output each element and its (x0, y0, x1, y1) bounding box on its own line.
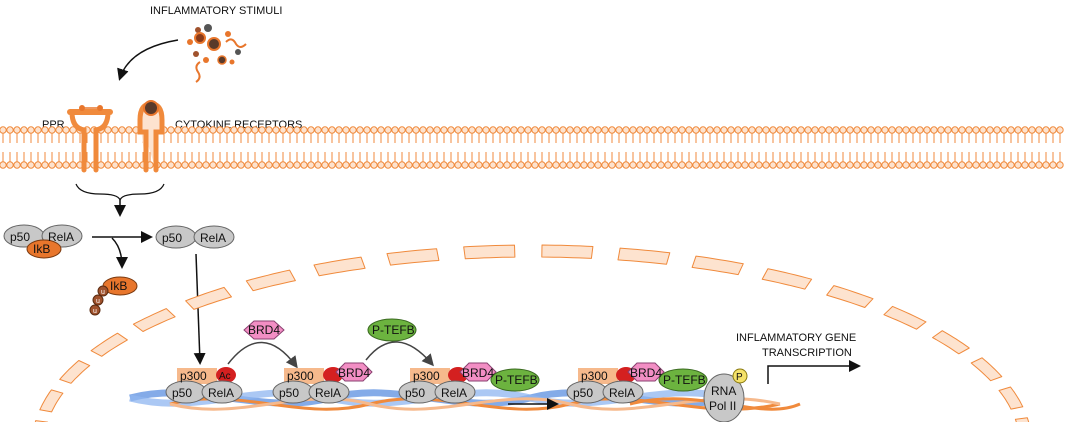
complex-stage-2: p300 BRD4 p50 RelA (272, 362, 373, 404)
s4-p300: p300 (581, 369, 608, 383)
s4-brd4: BRD4 (630, 366, 662, 380)
complex-rela: RelA (48, 230, 74, 244)
ub-2: u (96, 298, 100, 305)
complex-p50: p50 (10, 230, 30, 244)
ub-1: u (101, 289, 105, 296)
stimuli-label: INFLAMMATORY STIMULI (150, 5, 282, 17)
ppr-receptor (67, 105, 113, 173)
s1-p50: p50 (172, 386, 192, 400)
free-nfkb: p50 RelA (155, 225, 235, 249)
s1-rela: RelA (208, 386, 234, 400)
receptor-brace (75, 183, 165, 202)
gene-transcription-line2: TRANSCRIPTION (762, 347, 852, 359)
complex-stage-4: p300 BRD4 P-TEFB p50 RelA RNA Pol II P (566, 362, 748, 422)
s2-p50: p50 (279, 386, 299, 400)
ub-3: u (93, 308, 97, 315)
nuclear-envelope (34, 244, 1030, 422)
s2-p300: p300 (287, 369, 314, 383)
s2-brd4: BRD4 (338, 366, 370, 380)
transcription-arrow (767, 360, 861, 384)
ubiquitinated-ikb: IkB u u u (89, 276, 138, 316)
rna-pol-line2: Pol II (709, 399, 736, 413)
s1-ac: Ac (219, 371, 231, 382)
s2-rela: RelA (315, 386, 341, 400)
ptefb-arrow (365, 341, 434, 367)
s4-rela: RelA (609, 386, 635, 400)
s3-p300: p300 (413, 369, 440, 383)
complex-stage-1: p300 Ac p50 RelA (165, 367, 243, 404)
free-rela: RelA (200, 231, 226, 245)
ubiquitinated-ikb-label: IkB (110, 279, 127, 293)
stimuli-particles (187, 24, 247, 83)
s4-p50: p50 (573, 386, 593, 400)
ptefb-free-label: P-TEFB (372, 323, 415, 337)
s3-brd4: BRD4 (462, 366, 494, 380)
nfkb-ikb-complex: p50 RelA IkB (3, 224, 83, 259)
s3-p50: p50 (405, 386, 425, 400)
phospho-label: P (736, 372, 743, 383)
ptefb-free: P-TEFB (367, 318, 417, 342)
s3-rela: RelA (441, 386, 467, 400)
complex-stage-3: p300 BRD4 P-TEFB p50 RelA (398, 362, 540, 404)
s4-ptefb: P-TEFB (663, 373, 706, 387)
stimuli-arrow (117, 39, 179, 81)
brd4-free-label: BRD4 (248, 323, 280, 337)
brd4-free: BRD4 (243, 320, 285, 340)
gene-transcription-line1: INFLAMMATORY GENE (736, 332, 856, 344)
complex-ikb: IkB (33, 242, 50, 256)
s3-ptefb: P-TEFB (495, 373, 538, 387)
rna-pol-line1: RNA (711, 384, 736, 398)
cytokine-receptor (137, 100, 165, 173)
s1-p300: p300 (180, 369, 207, 383)
free-p50: p50 (162, 231, 182, 245)
brd4-arrow (227, 341, 298, 369)
ikb-degradation-arrow (111, 237, 128, 269)
